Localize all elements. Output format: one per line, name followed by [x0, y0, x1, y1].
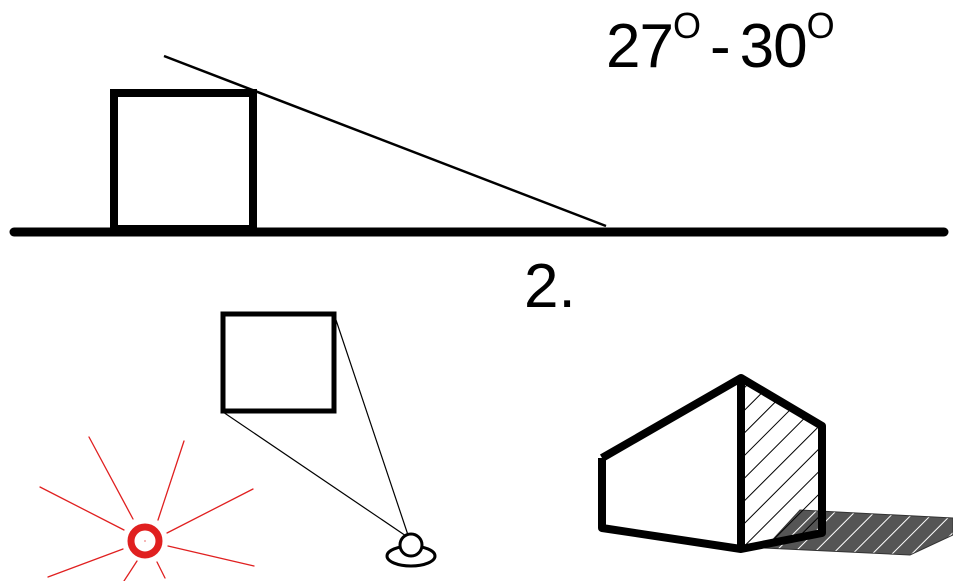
- angle-end-unit: O: [806, 5, 835, 46]
- window-square: [220, 311, 337, 414]
- angle-end: 30: [739, 12, 808, 81]
- sun-icon: [39, 436, 255, 581]
- sight-line-left: [222, 411, 410, 539]
- building-shaded-face: [741, 378, 822, 549]
- step-number-label: 2.: [524, 252, 576, 321]
- observer-icon: [385, 532, 437, 568]
- building-icon: [598, 374, 953, 556]
- angle-start: 27: [606, 12, 674, 81]
- sight-line-right: [333, 313, 410, 539]
- angle-separator: -: [709, 12, 731, 81]
- sun-angle-line: [163, 54, 607, 228]
- building-section: [110, 89, 257, 233]
- angle-start-unit: O: [672, 5, 701, 46]
- sun-angle-label: 27O-30O: [606, 6, 835, 82]
- building-front-face: [602, 378, 741, 549]
